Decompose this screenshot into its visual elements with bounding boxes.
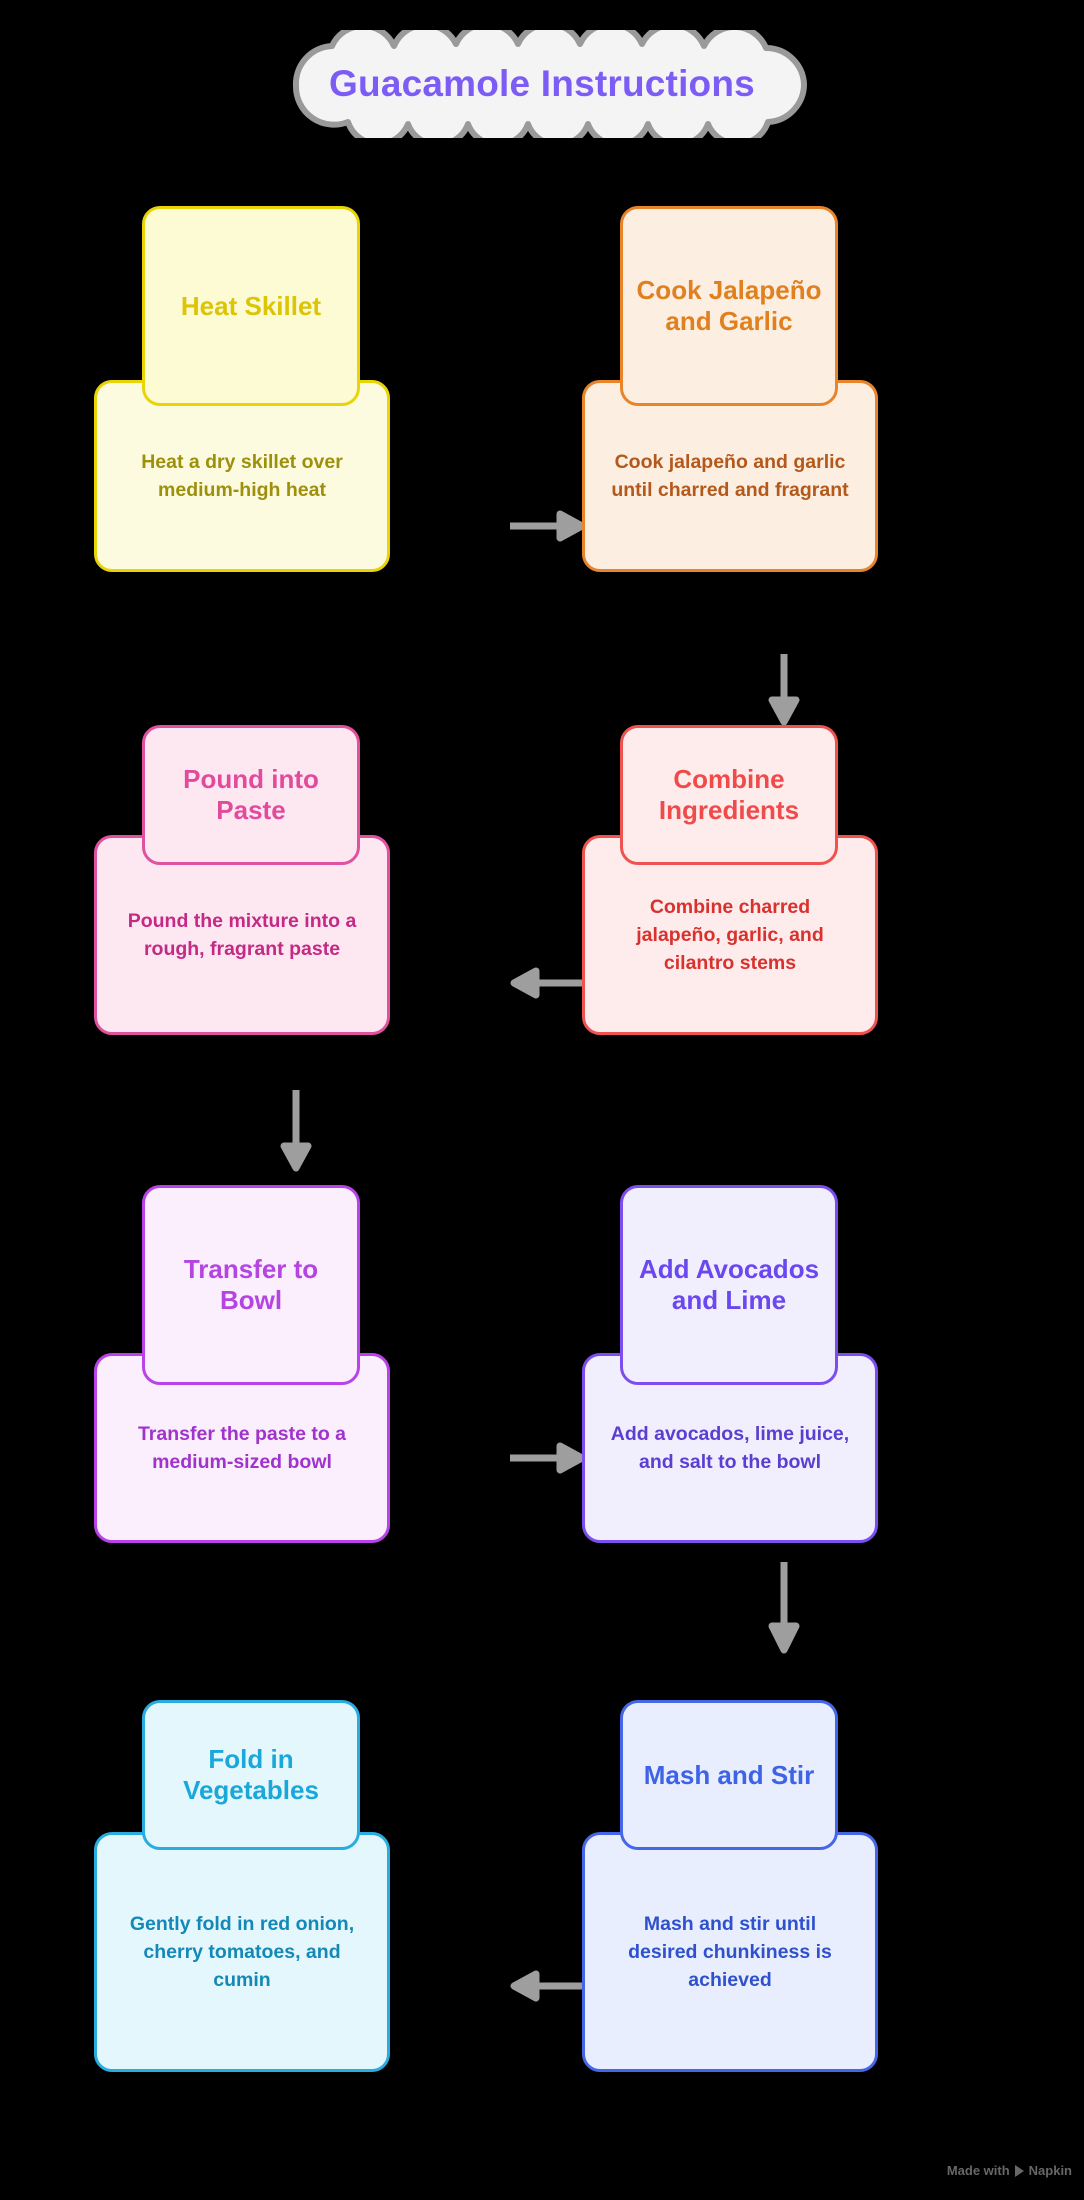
node-heading-text: Combine Ingredients xyxy=(658,764,800,825)
edge-heat-to-cook xyxy=(508,508,588,544)
node-heading-combine-ingredients: Combine Ingredients xyxy=(620,725,838,865)
node-body-text: Mash and stir until desired chunkiness i… xyxy=(628,1912,832,1992)
page-title: Guacamole Instructions xyxy=(329,63,755,104)
node-heading-fold-in-vegetables: Fold in Vegetables xyxy=(142,1700,360,1850)
edge-cook-to-combine xyxy=(766,652,802,728)
node-body-text: Cook jalapeño and garlic until charred a… xyxy=(611,450,849,501)
node-heading-add-avocados-lime: Add Avocados and Lime xyxy=(620,1185,838,1385)
node-heading-text: Fold in Vegetables xyxy=(183,1744,319,1805)
node-body-text: Transfer the paste to a medium-sized bow… xyxy=(137,1422,347,1473)
node-heading-text: Heat Skillet xyxy=(180,290,322,321)
watermark-brand: Napkin xyxy=(1028,2163,1072,2178)
node-body-text: Add avocados, lime juice, and salt to th… xyxy=(610,1422,850,1473)
edge-pound-to-transfer xyxy=(278,1088,314,1174)
node-body-fold-in-vegetables: Gently fold in red onion, cherry tomatoe… xyxy=(94,1832,390,2072)
node-heading-text: Mash and Stir xyxy=(643,1759,815,1790)
node-heading-pound-into-paste: Pound into Paste xyxy=(142,725,360,865)
node-heading-text: Cook Jalapeño and Garlic xyxy=(636,275,822,336)
node-heading-text: Add Avocados and Lime xyxy=(638,1254,820,1315)
node-body-text: Heat a dry skillet over medium-high heat xyxy=(141,450,343,501)
node-body-text: Combine charred jalapeño, garlic, and ci… xyxy=(636,895,824,975)
cloud-shape-icon xyxy=(292,30,808,138)
node-body-cook-jalapeno-garlic: Cook jalapeño and garlic until charred a… xyxy=(582,380,878,572)
edge-combine-to-pound xyxy=(508,965,588,1001)
node-body-text: Gently fold in red onion, cherry tomatoe… xyxy=(129,1912,355,1992)
node-heading-text: Pound into Paste xyxy=(183,764,319,825)
play-triangle-icon xyxy=(1014,2164,1024,2177)
node-heading-text: Transfer to Bowl xyxy=(183,1254,319,1315)
node-body-pound-into-paste: Pound the mixture into a rough, fragrant… xyxy=(94,835,390,1035)
node-heading-mash-and-stir: Mash and Stir xyxy=(620,1700,838,1850)
node-heading-heat-skillet: Heat Skillet xyxy=(142,206,360,406)
node-body-text: Pound the mixture into a rough, fragrant… xyxy=(127,909,357,960)
node-body-add-avocados-lime: Add avocados, lime juice, and salt to th… xyxy=(582,1353,878,1543)
edge-add-to-mash xyxy=(766,1560,802,1656)
watermark: Made with Napkin xyxy=(947,2163,1072,2178)
node-body-mash-and-stir: Mash and stir until desired chunkiness i… xyxy=(582,1832,878,2072)
edge-transfer-to-add xyxy=(508,1440,588,1476)
chart-title-cloud: Guacamole Instructions xyxy=(244,30,840,138)
watermark-prefix: Made with xyxy=(946,2163,1010,2178)
node-heading-transfer-to-bowl: Transfer to Bowl xyxy=(142,1185,360,1385)
edge-mash-to-fold xyxy=(508,1968,588,2004)
node-body-combine-ingredients: Combine charred jalapeño, garlic, and ci… xyxy=(582,835,878,1035)
node-heading-cook-jalapeno-garlic: Cook Jalapeño and Garlic xyxy=(620,206,838,406)
node-body-heat-skillet: Heat a dry skillet over medium-high heat xyxy=(94,380,390,572)
